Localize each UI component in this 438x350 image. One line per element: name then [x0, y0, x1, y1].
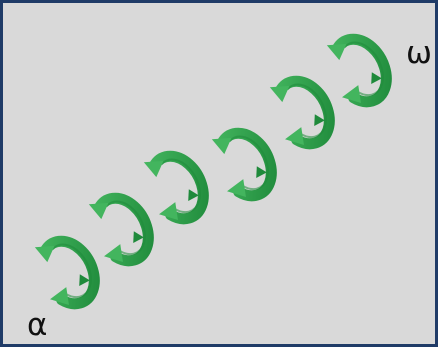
- cycle-loop-4: [211, 127, 277, 202]
- cycle-loop-3: [143, 150, 209, 225]
- cycle-loop-2: [88, 192, 154, 267]
- start-label: α: [27, 307, 48, 343]
- end-label: ω: [406, 35, 432, 71]
- cycle-loop-6: [326, 33, 392, 108]
- cycle-loop-1: [34, 235, 100, 310]
- cycle-chain-diagram: [34, 33, 392, 310]
- cycle-loop-5: [269, 75, 335, 150]
